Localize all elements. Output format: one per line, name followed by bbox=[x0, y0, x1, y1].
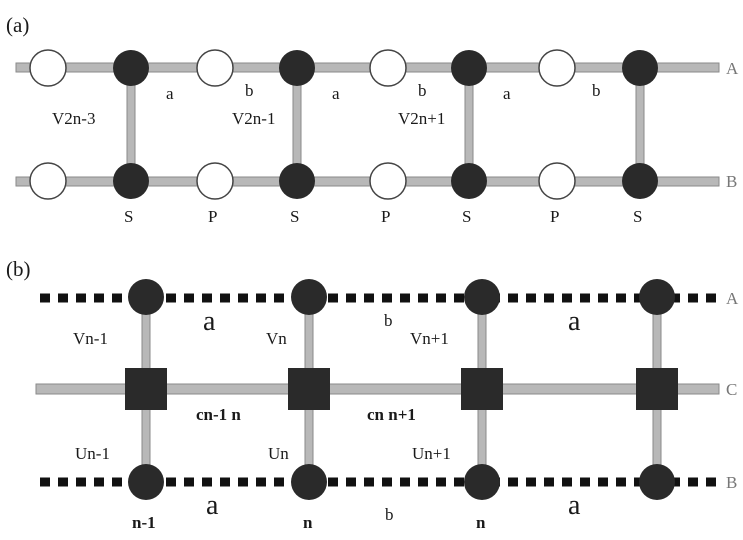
v-label: Vn-1 bbox=[73, 329, 108, 348]
c-label: cn n+1 bbox=[367, 405, 416, 424]
v-label: Vn+1 bbox=[410, 329, 449, 348]
filled-site bbox=[279, 50, 315, 86]
chain-label-c: C bbox=[726, 380, 737, 399]
filled-site bbox=[291, 279, 327, 315]
site-label: P bbox=[208, 207, 217, 226]
u-label: Un bbox=[268, 444, 289, 463]
chain-label-b: B bbox=[726, 473, 737, 492]
bond-label: b bbox=[245, 81, 254, 100]
bond-label: b bbox=[385, 505, 394, 524]
chain-b-bottom bbox=[15, 176, 720, 187]
square-site bbox=[125, 368, 167, 410]
bond-label: b bbox=[384, 311, 393, 330]
panel-a-bottom-sites bbox=[29, 162, 658, 200]
site-label: S bbox=[633, 207, 642, 226]
bond-label: a bbox=[166, 84, 174, 103]
site-label: S bbox=[290, 207, 299, 226]
filled-site bbox=[464, 464, 500, 500]
site-label: n bbox=[476, 513, 486, 532]
square-site bbox=[461, 368, 503, 410]
square-site bbox=[288, 368, 330, 410]
site-label: P bbox=[550, 207, 559, 226]
filled-site bbox=[113, 163, 149, 199]
rung-label: V2n-3 bbox=[52, 109, 95, 128]
bond-label: b bbox=[592, 81, 601, 100]
site-label: n bbox=[303, 513, 313, 532]
bond-label: a bbox=[332, 84, 340, 103]
chain-label-a: A bbox=[726, 289, 739, 308]
site-label: S bbox=[124, 207, 133, 226]
panel-b-bottom-sites bbox=[128, 464, 675, 500]
site-label: n-1 bbox=[132, 513, 156, 532]
panel-b-middle-squares bbox=[125, 368, 678, 410]
chain-c-middle bbox=[35, 383, 720, 395]
square-site bbox=[636, 368, 678, 410]
filled-site bbox=[639, 464, 675, 500]
rung-label: V2n-1 bbox=[232, 109, 275, 128]
u-label: Un+1 bbox=[412, 444, 451, 463]
open-site bbox=[29, 49, 67, 87]
open-site bbox=[196, 162, 234, 200]
filled-site bbox=[279, 163, 315, 199]
v-label: Vn bbox=[266, 329, 287, 348]
bond-label: a bbox=[568, 490, 581, 521]
site-label: S bbox=[462, 207, 471, 226]
filled-site bbox=[291, 464, 327, 500]
open-site bbox=[29, 162, 67, 200]
u-label: Un-1 bbox=[75, 444, 110, 463]
filled-site bbox=[464, 279, 500, 315]
panel-a-top-sites bbox=[29, 49, 658, 87]
panel-a-label: (a) bbox=[6, 13, 29, 37]
bond-label: a bbox=[503, 84, 511, 103]
rung-label: V2n+1 bbox=[398, 109, 445, 128]
c-label: cn-1 n bbox=[196, 405, 241, 424]
open-site bbox=[369, 162, 407, 200]
open-site bbox=[196, 49, 234, 87]
open-site bbox=[538, 49, 576, 87]
filled-site bbox=[113, 50, 149, 86]
filled-site bbox=[622, 50, 658, 86]
filled-site bbox=[451, 50, 487, 86]
chain-label-a: A bbox=[726, 59, 739, 78]
bond-label: b bbox=[418, 81, 427, 100]
bond-label: a bbox=[206, 490, 219, 521]
bond-label: a bbox=[203, 306, 216, 337]
filled-site bbox=[451, 163, 487, 199]
chain-a-top bbox=[15, 62, 720, 73]
filled-site bbox=[622, 163, 658, 199]
bond-label: a bbox=[568, 306, 581, 337]
open-site bbox=[538, 162, 576, 200]
site-label: P bbox=[381, 207, 390, 226]
panel-b-label: (b) bbox=[6, 257, 31, 281]
chain-label-b: B bbox=[726, 172, 737, 191]
filled-site bbox=[128, 279, 164, 315]
filled-site bbox=[128, 464, 164, 500]
panel-b-top-sites bbox=[128, 279, 675, 315]
filled-site bbox=[639, 279, 675, 315]
open-site bbox=[369, 49, 407, 87]
